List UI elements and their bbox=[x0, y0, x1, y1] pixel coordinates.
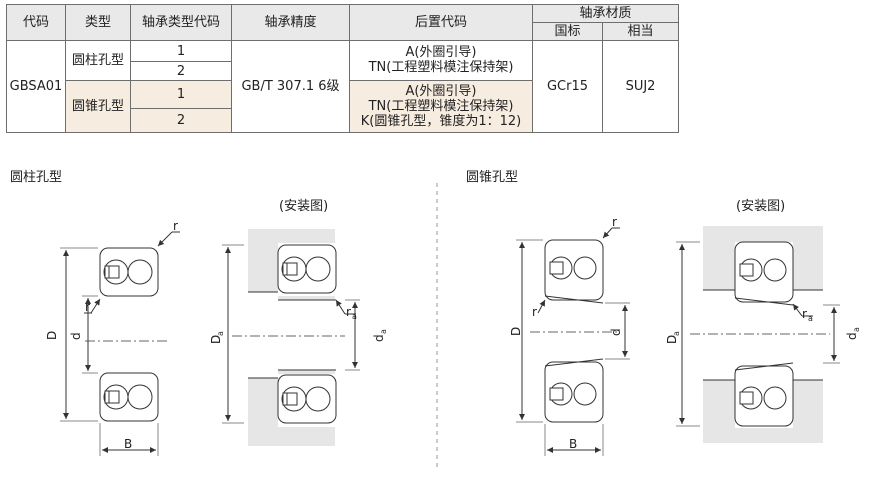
cell-code-4: 2 bbox=[130, 107, 232, 134]
label-Da-right: D bbox=[665, 335, 679, 344]
label-d-right: d bbox=[609, 328, 623, 336]
cylindrical-bearing-section bbox=[60, 231, 180, 456]
header-bearing-type-code: 轴承类型代码 bbox=[130, 3, 232, 42]
suffix-cyl-line-1: A(外圈引导) bbox=[405, 45, 477, 61]
label-da-sub: a bbox=[379, 329, 388, 334]
label-Da-sub: a bbox=[216, 331, 225, 336]
label-ra-right: r bbox=[802, 307, 807, 321]
cell-type-tapered: 圆锥孔型 bbox=[65, 79, 131, 134]
cell-precision: GB/T 307.1 6级 bbox=[231, 40, 350, 133]
label-da-right: d bbox=[845, 332, 859, 340]
suffix-tap-line-2: TN(工程塑料模注保持架) bbox=[368, 98, 514, 114]
header-material: 轴承材质 bbox=[531, 3, 680, 24]
spec-table: 代码 类型 轴承类型代码 轴承精度 后置代码 轴承材质 国标 相当 GBSA01… bbox=[6, 3, 680, 134]
label-da-right-sub: a bbox=[852, 327, 861, 332]
label-B-right: B bbox=[569, 437, 577, 451]
label-r-top: r bbox=[173, 219, 178, 233]
cell-type-cylindrical: 圆柱孔型 bbox=[65, 40, 131, 81]
label-r-bore: r bbox=[85, 300, 90, 314]
cylindrical-install-drawing bbox=[222, 229, 360, 446]
cell-material-national: GCr15 bbox=[532, 40, 603, 133]
label-D: D bbox=[45, 331, 59, 340]
suffix-cyl-line-2: TN(工程塑料模注保持架) bbox=[368, 60, 514, 76]
header-equivalent: 相当 bbox=[601, 22, 680, 42]
right-diagram-title: 圆锥孔型 bbox=[466, 170, 519, 185]
tapered-install-drawing bbox=[676, 226, 840, 443]
cell-code: GBSA01 bbox=[6, 40, 66, 133]
suffix-tap-line-3: K(圆锥孔型，锥度为1：12) bbox=[360, 113, 522, 129]
tapered-bearing-section bbox=[516, 227, 630, 456]
label-ra-sub: a bbox=[352, 312, 357, 321]
header-national: 国标 bbox=[532, 22, 603, 42]
label-ra-right-sub: a bbox=[808, 314, 813, 323]
left-install-label: (安装图) bbox=[279, 199, 329, 214]
label-D-right: D bbox=[509, 327, 523, 336]
header-precision: 轴承精度 bbox=[231, 3, 350, 42]
header-suffix: 后置代码 bbox=[349, 3, 533, 42]
left-diagram-title: 圆柱孔型 bbox=[10, 170, 63, 185]
label-ra: r bbox=[346, 305, 351, 319]
label-Da: D bbox=[209, 335, 223, 344]
label-da: d bbox=[372, 334, 386, 342]
label-d: d bbox=[69, 332, 83, 340]
cell-suffix-cylindrical: A(外圈引导) TN(工程塑料模注保持架) bbox=[349, 40, 533, 81]
suffix-tap-line-1: A(外圈引导) bbox=[405, 83, 477, 99]
right-install-label: (安装图) bbox=[736, 199, 786, 214]
label-r-right-bore: r bbox=[532, 305, 537, 319]
cell-suffix-tapered: A(外圈引导) TN(工程塑料模注保持架) K(圆锥孔型，锥度为1：12) bbox=[349, 79, 533, 134]
cell-code-3: 1 bbox=[130, 79, 232, 109]
header-code: 代码 bbox=[6, 3, 66, 42]
cell-material-equivalent: SUJ2 bbox=[601, 40, 680, 133]
label-B: B bbox=[124, 437, 132, 451]
label-r-right-top: r bbox=[612, 215, 617, 229]
label-Da-right-sub: a bbox=[672, 331, 681, 336]
